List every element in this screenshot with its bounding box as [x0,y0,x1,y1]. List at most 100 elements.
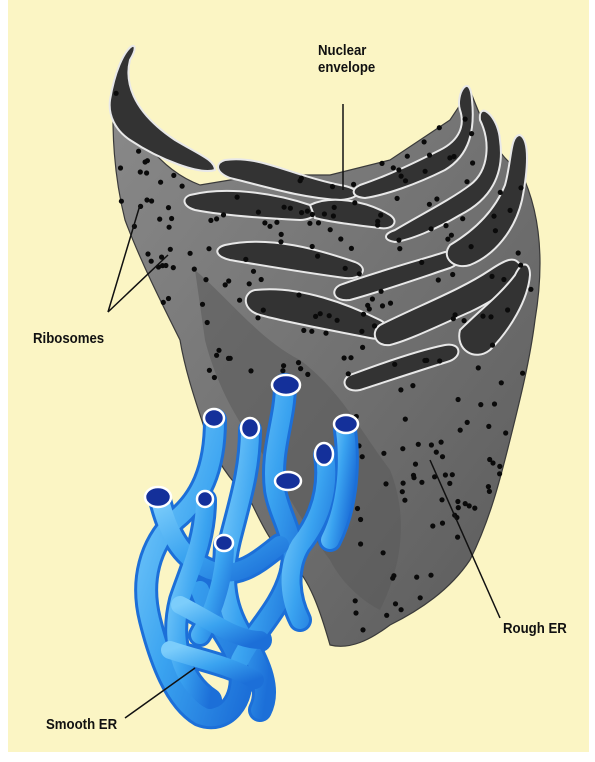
ribosome [430,523,435,528]
ribosome [205,320,210,325]
ribosome [313,314,318,319]
ribosome [274,220,279,225]
ribosome [396,238,401,243]
ribosome [355,506,360,511]
ribosome [508,208,513,213]
ribosome [357,271,362,276]
ribosome [437,125,442,130]
ribosome [298,178,303,183]
ribosome [192,267,197,272]
ribosome [114,91,119,96]
ribosome [157,217,162,222]
ribosome [167,225,172,230]
ribosome [418,595,423,600]
ribosome [427,153,432,158]
ribosome [488,314,493,319]
ribosome [372,323,377,328]
ribosome [429,226,434,231]
ribosome [487,457,492,462]
ribosome [469,244,474,249]
ribosome [281,363,286,368]
ribosome [251,269,256,274]
ribosome [428,573,433,578]
ribosome [328,227,333,232]
ribosome [400,446,405,451]
smooth-er-label: Smooth ER [46,716,117,733]
ribosome [358,517,363,522]
ribosome [424,358,429,363]
ribosome [460,216,465,221]
ribosome [298,366,303,371]
ribosome [465,420,470,425]
ribosome [200,302,205,307]
ribosome [419,480,424,485]
ribosome [451,154,456,159]
ribosome [365,303,370,308]
ribosome [309,329,314,334]
ribosome [169,216,174,221]
ribosome [136,149,141,154]
ribosome [338,236,343,241]
ribosome [462,318,467,323]
ribosome [440,521,445,526]
ribosome [450,272,455,277]
ribosome [256,210,261,215]
ribosome [497,471,502,476]
nuclear-envelope-label: Nuclear envelope [318,42,375,77]
ribosome [443,223,448,228]
ribosome [416,442,421,447]
ribosome [188,251,193,256]
ribosome [423,169,428,174]
ribosome [332,205,337,210]
ribosome [497,464,502,469]
ribosome [379,161,384,166]
ribosome [463,117,468,122]
ribosome [168,247,173,252]
ribosome [118,165,123,170]
ribosome [144,170,149,175]
ribosome [403,417,408,422]
ribosome [381,550,386,555]
ribosome [413,462,418,467]
ribosome [203,277,208,282]
ribosome [516,250,521,255]
ribosome [330,184,335,189]
ribosome [436,277,441,282]
ribosome [499,380,504,385]
ribosome [472,506,477,511]
ribosome [310,244,315,249]
ribosome [384,613,389,618]
ribosome [503,430,508,435]
ribosome [445,237,450,242]
ribosome [316,220,321,225]
ribosome [343,266,348,271]
ribosome [166,296,171,301]
ribosome [443,472,448,477]
ribosome [351,182,356,187]
ribosome [166,205,171,210]
ribosome [223,282,228,287]
ribosome [455,535,460,540]
ribosome [315,254,320,259]
ribosome [392,362,397,367]
ribosome [280,368,285,373]
ribosome [440,454,445,459]
ribosome [370,296,375,301]
ribosome [470,160,475,165]
ribosome [491,214,496,219]
ribosome [278,239,283,244]
ribosome [518,263,523,268]
ribosome [307,221,312,226]
ribosome [380,303,385,308]
ribosome [360,345,365,350]
ribosome [226,356,231,361]
ribosome [398,387,403,392]
ribosome [401,481,406,486]
ribosome [498,190,503,195]
ribosome [383,481,388,486]
ribosome [214,216,219,221]
ribosome [528,287,533,292]
ribosome [493,228,498,233]
ribosome [464,179,469,184]
